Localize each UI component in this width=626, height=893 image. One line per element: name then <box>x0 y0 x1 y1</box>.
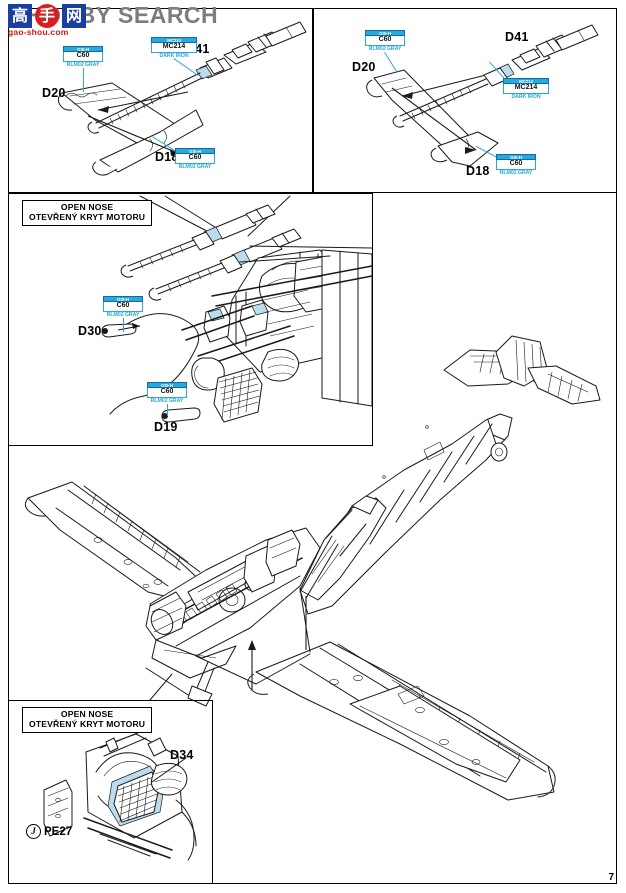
paint-code: C60 <box>175 154 215 164</box>
caption-open-nose-bottom: OPEN NOSE OTEVŘENÝ KRYT MOTORU <box>22 707 153 734</box>
pe-part-marker: J PE27 <box>26 824 72 839</box>
part-label-d20-tl: D20 <box>42 86 66 100</box>
paint-code: C60 <box>496 160 536 170</box>
part-label-d18-tr: D18 <box>466 164 490 178</box>
caption-czech: OTEVŘENÝ KRYT MOTORU <box>29 718 146 729</box>
paint-callout-rlm02-tl-d20: GSI-H C60 RLM02 GRAY <box>63 46 103 68</box>
paint-name: RLM02 GRAY <box>368 46 402 52</box>
part-label-d30: D30 <box>78 324 102 338</box>
paint-callout-rlm02-d19: GSI-H C60 RLM02 GRAY <box>147 382 187 404</box>
paint-name: RLM02 GRAY <box>150 398 184 404</box>
photoetch-icon: J <box>26 824 41 839</box>
paint-leader-d30 <box>123 318 125 332</box>
paint-brand: MC214 <box>151 37 197 43</box>
page-number: 7 <box>608 872 614 883</box>
paint-brand: GSI-H <box>63 46 103 52</box>
caption-english: OPEN NOSE <box>60 709 114 719</box>
paint-code: C60 <box>103 302 143 312</box>
paint-code: MC214 <box>151 43 197 53</box>
paint-brand: GSI-H <box>365 30 405 36</box>
paint-brand: GSI-H <box>103 296 143 302</box>
paint-name: RLM02 GRAY <box>66 62 100 68</box>
paint-name: DARK IRON <box>159 53 189 59</box>
part-label-d34: D34 <box>170 748 194 762</box>
paint-callout-rlm02-d30: GSI-H C60 RLM02 GRAY <box>103 296 143 318</box>
paint-name: RLM02 GRAY <box>499 170 533 176</box>
part-label-d19: D19 <box>154 420 178 434</box>
paint-name: RLM02 GRAY <box>106 312 140 318</box>
paint-name: DARK IRON <box>511 94 541 100</box>
paint-callout-dark-iron-tl: MC214 MC214 DARK IRON <box>151 37 197 59</box>
paint-code: C60 <box>365 36 405 46</box>
paint-code: C60 <box>63 52 103 62</box>
panel-top-left <box>8 8 313 193</box>
paint-leader-tl-d20 <box>83 68 85 92</box>
part-label-d41-tr: D41 <box>505 30 529 44</box>
paint-callout-rlm02-tr-d20: GSI-H C60 RLM02 GRAY <box>365 30 405 52</box>
caption-czech: OTEVŘENÝ KRYT MOTORU <box>29 211 146 222</box>
part-label-pe27: PE27 <box>44 825 73 838</box>
part-label-d20-tr: D20 <box>352 60 376 74</box>
paint-leader-d19 <box>167 404 169 416</box>
panel-middle-open-nose <box>8 193 373 446</box>
caption-open-nose-middle: OPEN NOSE OTEVŘENÝ KRYT MOTORU <box>22 200 153 227</box>
paint-code: C60 <box>147 388 187 398</box>
panel-bottom-left-open-nose <box>8 700 213 884</box>
paint-callout-rlm02-tr-d18: GSI-H C60 RLM02 GRAY <box>496 154 536 176</box>
paint-code: MC214 <box>503 84 549 94</box>
panel-top-right <box>313 8 617 193</box>
paint-name: RLM02 GRAY <box>178 164 212 170</box>
caption-english: OPEN NOSE <box>60 202 114 212</box>
paint-callout-rlm02-tl-d18: GSI-H C60 RLM02 GRAY <box>175 148 215 170</box>
paint-callout-dark-iron-tr: MC214 MC214 DARK IRON <box>503 78 549 100</box>
